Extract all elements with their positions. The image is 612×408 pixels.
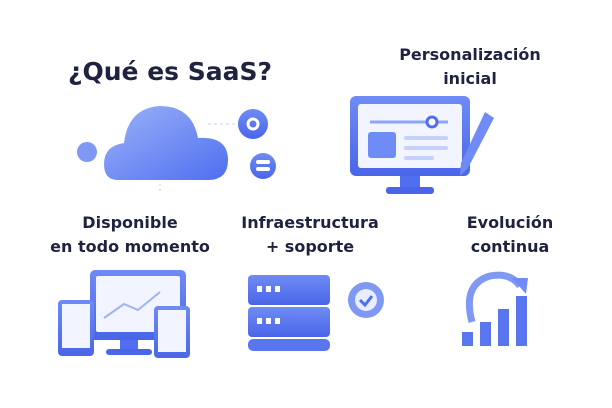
page-title: ¿Qué es SaaS?	[67, 57, 272, 86]
database-icon	[250, 153, 276, 179]
label-line: Evolución	[466, 213, 554, 232]
gear-icon	[238, 109, 268, 139]
label-infrastructure: Infraestructura + soporte	[210, 211, 410, 259]
multi-device-icon	[58, 270, 190, 358]
label-line: en todo momento	[50, 237, 210, 256]
label-line: continua	[470, 237, 550, 256]
monitor-customization-icon	[350, 96, 494, 194]
label-availability: Disponible en todo momento	[30, 211, 230, 259]
server-icon	[248, 275, 384, 351]
label-personalization: Personalización inicial	[370, 43, 570, 91]
cloud-icon	[77, 106, 276, 194]
label-line: Personalización	[399, 45, 541, 64]
label-line: inicial	[443, 69, 497, 88]
label-line: Disponible	[82, 213, 178, 232]
growth-chart-icon	[462, 271, 528, 346]
label-line: Infraestructura	[241, 213, 379, 232]
label-evolution: Evolución continua	[410, 211, 610, 259]
label-line: + soporte	[265, 237, 355, 256]
